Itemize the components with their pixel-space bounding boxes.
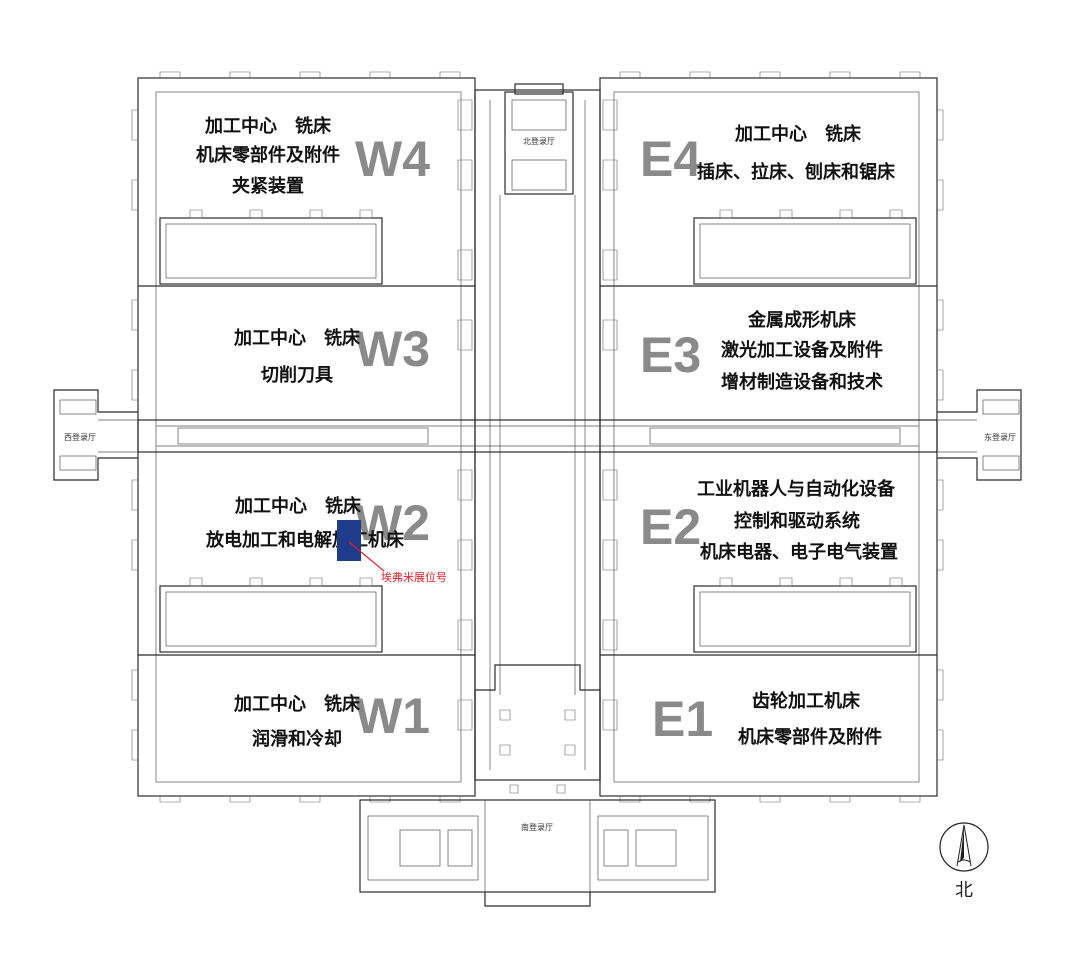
hall-e2-code: E2 xyxy=(640,499,701,555)
hall-w1-line-2: 润滑和冷却 xyxy=(252,728,342,750)
hall-e3-line-2: 激光加工设备及附件 xyxy=(721,339,883,361)
inner-courtyards xyxy=(159,217,917,653)
hall-w1[interactable]: W1 加工中心 铣床 润滑和冷却 xyxy=(233,688,430,750)
hall-w4-line-1: 加工中心 铣床 xyxy=(204,115,332,137)
east-lobby-label: 东登录厅 xyxy=(984,432,1016,442)
hall-e4-line-2: 插床、拉床、刨床和锯床 xyxy=(697,161,896,183)
hall-e2-line-2: 控制和驱动系统 xyxy=(734,510,860,532)
hall-w4-line-3: 夹紧装置 xyxy=(232,175,304,197)
south-lobby-label: 南登录厅 xyxy=(521,822,553,832)
hall-e2-line-1: 工业机器人与自动化设备 xyxy=(697,478,896,500)
hall-w4[interactable]: W4 加工中心 铣床 机床零部件及附件 夹紧装置 xyxy=(196,115,430,197)
hall-w2-line-1: 加工中心 铣床 xyxy=(234,495,362,517)
booth-label: 埃弗米展位号 xyxy=(381,570,447,584)
hall-e1-code: E1 xyxy=(652,691,713,747)
hall-e4[interactable]: E4 加工中心 铣床 插床、拉床、刨床和锯床 xyxy=(640,123,896,187)
hall-w4-code: W4 xyxy=(355,131,430,187)
compass-north-label: 北 xyxy=(955,880,973,901)
hall-w3-line-2: 切削刀具 xyxy=(261,364,333,386)
hall-e3-code: E3 xyxy=(640,327,701,383)
hall-w2-line-2: 放电加工和电解加工机床 xyxy=(205,529,405,551)
north-lobby-label: 北登录厅 xyxy=(523,136,555,146)
hall-e3-line-3: 增材制造设备和技术 xyxy=(721,371,883,393)
hall-w1-code: W1 xyxy=(355,688,430,744)
hall-w3-line-1: 加工中心 铣床 xyxy=(233,327,361,349)
booth-leader-line xyxy=(348,541,385,572)
booth-location-box[interactable] xyxy=(337,520,361,561)
booth-marker[interactable]: 埃弗米展位号 xyxy=(337,520,447,584)
south-lobby-block: 南登录厅 xyxy=(359,664,716,907)
hall-w3[interactable]: W3 加工中心 铣床 切削刀具 xyxy=(233,321,430,386)
wall-details xyxy=(131,71,944,803)
hall-w4-line-2: 机床零部件及附件 xyxy=(196,144,340,166)
north-compass: 北 xyxy=(939,822,989,901)
hall-e3[interactable]: E3 金属成形机床 激光加工设备及附件 增材制造设备和技术 xyxy=(640,309,883,393)
hall-w2[interactable]: W2 加工中心 铣床 放电加工和电解加工机床 xyxy=(205,495,430,551)
west-lobby-label: 西登录厅 xyxy=(64,432,96,442)
east-lobby-block: 东登录厅 xyxy=(937,389,1022,481)
hall-e3-line-1: 金属成形机床 xyxy=(747,309,857,331)
hall-e1[interactable]: E1 齿轮加工机床 机床零部件及附件 xyxy=(652,690,882,748)
hall-w3-code: W3 xyxy=(355,321,430,377)
north-lobby-block: 北登录厅 xyxy=(504,83,574,195)
hall-e2-line-3: 机床电器、电子电气装置 xyxy=(700,541,898,563)
hall-e1-line-1: 齿轮加工机床 xyxy=(752,690,861,712)
hall-e4-line-1: 加工中心 铣床 xyxy=(734,123,862,145)
hall-e4-code: E4 xyxy=(640,131,701,187)
hall-e1-line-2: 机床零部件及附件 xyxy=(738,726,882,748)
hall-e2[interactable]: E2 工业机器人与自动化设备 控制和驱动系统 机床电器、电子电气装置 xyxy=(640,478,898,563)
hall-w2-code: W2 xyxy=(355,495,430,551)
west-lobby-block: 西登录厅 xyxy=(53,389,138,481)
building-outline xyxy=(137,77,938,797)
hall-w1-line-1: 加工中心 铣床 xyxy=(233,693,361,715)
